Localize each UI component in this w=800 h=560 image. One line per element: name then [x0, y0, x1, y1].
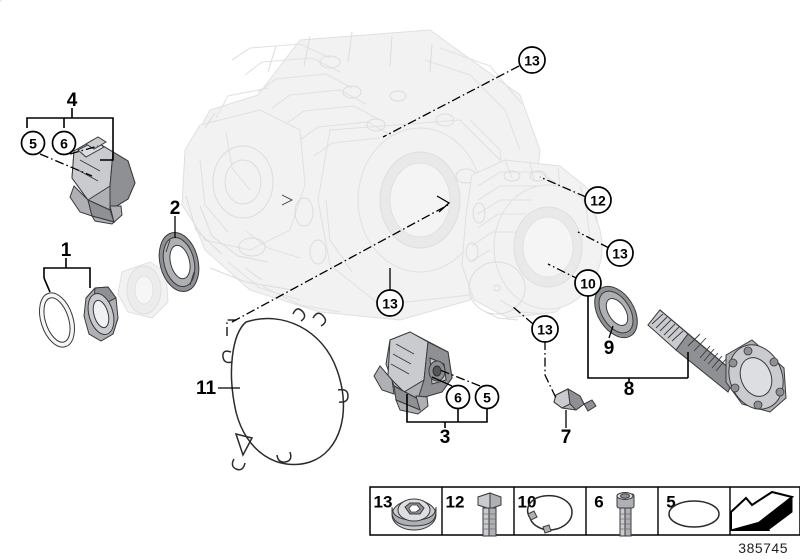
legend-icon-assembly-arrow	[730, 490, 795, 531]
callout-6-bolt-bottom-ring	[445, 384, 471, 410]
callout-8-output-shaft[interactable]: 8	[624, 379, 635, 400]
callout-13-oil-plug-mid-ring	[376, 289, 404, 317]
callout-12-hex-bolt-ring	[584, 186, 612, 214]
leader-13-top	[382, 65, 520, 138]
bracket-4	[26, 108, 114, 161]
callout-8-output-shaft-label: 8	[624, 379, 635, 400]
bracket-1	[43, 258, 91, 293]
flange-nut	[83, 286, 119, 342]
callout-6-bolt-top-label: 6	[60, 136, 68, 152]
legend-icon-hex-head-bolt	[477, 492, 502, 537]
part-9-shaft-seal-ring	[594, 285, 638, 339]
callout-13-oil-plug-bottom[interactable]: 13	[531, 315, 559, 343]
part-8-output-shaft	[647, 309, 787, 413]
callout-6-bolt-bottom-label: 6	[454, 390, 462, 406]
callout-7-sensor[interactable]: 7	[561, 427, 572, 448]
part-1-oring-flange-nut	[38, 286, 119, 348]
callout-7-sensor-label: 7	[561, 427, 572, 448]
legend-icon-hex-socket-plug	[391, 498, 437, 531]
callout-10-retaining-ring-label: 10	[580, 276, 596, 292]
callout-13-oil-plug-right-ring	[606, 239, 634, 267]
diagram-part-number: 385745	[738, 540, 788, 556]
callout-11-gasket-label: 11	[196, 378, 217, 399]
callout-5-o-ring-top[interactable]: 5	[20, 130, 46, 156]
assembly-arrowhead	[436, 195, 451, 213]
callout-5-o-ring-bottom-label: 5	[483, 390, 491, 406]
callout-13-oil-plug-right-label: 13	[612, 246, 628, 262]
legend-cell-6-label: 6	[594, 493, 603, 512]
part-2-shaft-seal	[158, 232, 200, 292]
legend-icon-retaining-ring	[526, 494, 573, 534]
callout-2-shaft-seal[interactable]: 2	[170, 198, 181, 219]
callout-10-retaining-ring-ring	[574, 269, 602, 297]
callout-4-actuator-assembly[interactable]: 4	[67, 90, 78, 111]
callout-13-oil-plug-right[interactable]: 13	[606, 239, 634, 267]
legend-cell-10-label: 10	[518, 493, 537, 512]
part-4-actuator-motor-upper	[69, 136, 136, 225]
bracket-8-left	[587, 295, 688, 379]
callout-2-shaft-seal-label: 2	[170, 198, 181, 219]
leader-10	[547, 263, 581, 281]
leader-9	[608, 325, 614, 339]
leader-12	[539, 176, 587, 198]
legend-icon-o-ring	[668, 500, 720, 528]
leader-6-bottom	[431, 376, 453, 387]
leader-13-bottom	[544, 341, 557, 399]
part-7-sensor	[553, 388, 597, 412]
callout-3-actuator-motor-label: 3	[440, 427, 451, 448]
assembly-direction-line	[226, 319, 237, 336]
callout-13-oil-plug-bottom-ring	[531, 315, 559, 343]
assembly-direction-line-2	[231, 204, 449, 323]
callout-11-gasket[interactable]: 11	[196, 378, 217, 399]
callout-13-oil-plug-bottom-label: 13	[537, 322, 553, 338]
leader-6-top	[69, 145, 99, 155]
callout-5-o-ring-bottom[interactable]: 5	[474, 384, 500, 410]
callout-6-bolt-top-ring	[51, 130, 77, 156]
leader-5-bottom	[439, 369, 481, 387]
transfer-case-housing	[0, 0, 541, 321]
part-11-gasket	[222, 308, 349, 471]
callout-6-bolt-bottom[interactable]: 6	[445, 384, 471, 410]
callout-12-hex-bolt[interactable]: 12	[584, 186, 612, 214]
callout-13-oil-plug-mid[interactable]: 13	[376, 289, 404, 317]
callout-13-oil-plug-top-ring	[518, 46, 546, 74]
output-flange	[725, 339, 787, 413]
callout-13-oil-plug-top-label: 13	[524, 53, 540, 69]
legend-cell-5-label: 5	[666, 493, 675, 512]
callout-5-o-ring-top-label: 5	[29, 136, 37, 152]
callout-1-seal-kit-label: 1	[61, 240, 72, 261]
callout-9-shaft-seal-ring-label: 9	[604, 338, 615, 359]
legend-cell-12-label: 12	[446, 493, 465, 512]
callout-13-oil-plug-top[interactable]: 13	[518, 46, 546, 74]
callout-1-seal-kit[interactable]: 1	[61, 240, 72, 261]
legend-icon-socket-cap-bolt	[616, 492, 635, 537]
leader-13-right	[577, 231, 610, 249]
callout-5-o-ring-top-ring	[20, 130, 46, 156]
callout-12-hex-bolt-label: 12	[590, 193, 606, 209]
callout-5-o-ring-bottom-ring	[474, 384, 500, 410]
callout-4-actuator-assembly-label: 4	[67, 90, 78, 111]
callout-9-shaft-seal-ring[interactable]: 9	[604, 338, 615, 359]
leader-13-bottom-up	[511, 305, 534, 325]
callout-3-actuator-motor[interactable]: 3	[440, 427, 451, 448]
legend-cell-13-label: 13	[374, 493, 393, 512]
bracket-3	[406, 394, 488, 428]
callout-10-retaining-ring[interactable]: 10	[574, 269, 602, 297]
callout-6-bolt-top[interactable]: 6	[51, 130, 77, 156]
ghost-stub-flange	[117, 261, 169, 319]
callout-13-oil-plug-mid-label: 13	[382, 296, 398, 312]
